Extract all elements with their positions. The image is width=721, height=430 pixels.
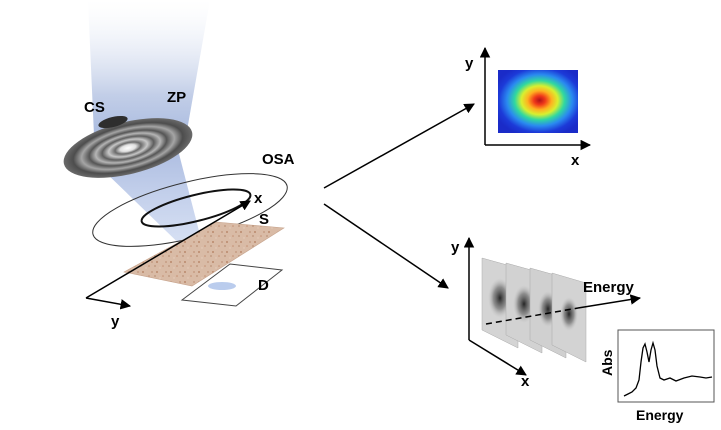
left-y-axis [85, 297, 132, 310]
spectrum-curve [623, 340, 713, 397]
heatmap-image [498, 70, 578, 133]
cs-label: CS [84, 99, 105, 116]
left-x-label: x [254, 190, 263, 207]
detector-beam-spot [208, 282, 236, 290]
arrow-to-map [323, 103, 475, 189]
energy-axis-label: Energy [583, 279, 635, 296]
central-stop [98, 115, 128, 129]
stack-x-label: x [521, 373, 530, 390]
spectrum-inset: Abs Energy [599, 329, 715, 423]
stack-frame-4 [551, 272, 587, 363]
elemental-map-panel: y x [465, 46, 592, 169]
image-stack-panel: y x Energy [451, 236, 642, 390]
osa-label: OSA [262, 151, 295, 168]
energy-axis [577, 294, 642, 309]
map-x-label: x [571, 152, 580, 169]
spectrum-x-label: Energy [636, 407, 684, 423]
stack-y-label: y [451, 239, 460, 256]
map-y-label: y [465, 55, 474, 72]
microscope-schematic: CS ZP OSA S D x y [63, 0, 295, 330]
zp-label: ZP [167, 89, 186, 106]
focused-beam [103, 150, 206, 258]
arrow-to-stack [323, 203, 449, 289]
left-x-axis [85, 200, 251, 299]
detector-plate [180, 263, 284, 307]
sample-label: S [259, 211, 269, 228]
osa-inner-ring [140, 188, 252, 228]
spectrum-y-label: Abs [599, 349, 615, 376]
detector-label: D [258, 277, 269, 294]
left-y-label: y [111, 313, 120, 330]
zone-plate [63, 118, 193, 178]
stack-x-axis [468, 339, 527, 376]
energy-line-dashed [485, 307, 579, 325]
